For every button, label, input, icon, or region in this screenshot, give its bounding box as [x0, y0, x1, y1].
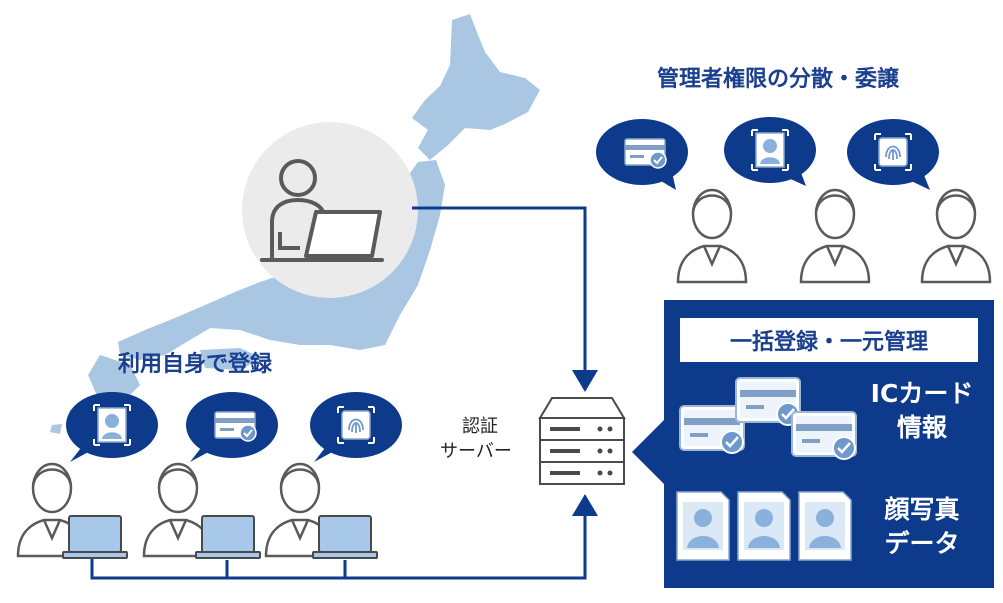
fingerprint-icon — [337, 406, 375, 444]
admin-arm — [278, 232, 300, 250]
face-id-icon — [93, 404, 131, 446]
server-label-line2: サーバー — [440, 441, 512, 462]
self-registration-title: 利用自身で登録 — [118, 352, 273, 377]
server-icon — [538, 397, 626, 485]
admin-staff-2 — [799, 188, 871, 284]
admin-bubble-finger — [847, 119, 939, 190]
japan-map — [50, 14, 540, 434]
arrow-down-to-server — [572, 370, 598, 392]
admin-staff-3 — [920, 188, 992, 284]
users-to-server-line — [90, 512, 587, 580]
face-id-icon — [751, 129, 789, 171]
map-kyushu — [88, 355, 140, 405]
id-card-icon — [624, 138, 667, 169]
ic-card-label-line2: 情報 — [896, 413, 947, 442]
id-card-icon — [214, 411, 257, 442]
admin-bubble-card — [596, 119, 688, 190]
face-photo-label-line1: 顔写真 — [884, 495, 960, 524]
admin-head — [279, 159, 317, 197]
fingerprint-icon — [874, 133, 912, 171]
admin-delegation-title: 管理者権限の分散・委譲 — [657, 67, 900, 92]
user-bubble-card — [186, 392, 278, 462]
admin-staff-1 — [676, 188, 748, 284]
map-honshu — [118, 160, 445, 360]
user-1-laptop-icon — [62, 515, 128, 559]
admin-laptop-icon — [304, 210, 382, 258]
user-bubble-finger — [310, 392, 402, 462]
face-photo-label-line2: データ — [884, 529, 960, 558]
map-shikoku — [200, 348, 262, 370]
admin-person — [242, 122, 418, 298]
map-hokkaido — [412, 14, 540, 160]
server-label-line1: 認証 — [462, 416, 498, 437]
face-photo-docs — [676, 491, 852, 561]
connector-lines — [90, 206, 587, 580]
panel-title: 一括登録・一元管理 — [680, 318, 978, 362]
ic-card-label-line1: ICカード — [870, 379, 974, 408]
admin-body — [270, 197, 326, 258]
admin-bubble-face — [724, 117, 816, 186]
user-2-laptop-icon — [195, 515, 261, 559]
arrow-up-to-server — [572, 494, 598, 516]
user-bubble-face — [66, 392, 158, 462]
user-3-laptop-icon — [312, 515, 378, 559]
admin-to-server-line — [412, 206, 587, 372]
